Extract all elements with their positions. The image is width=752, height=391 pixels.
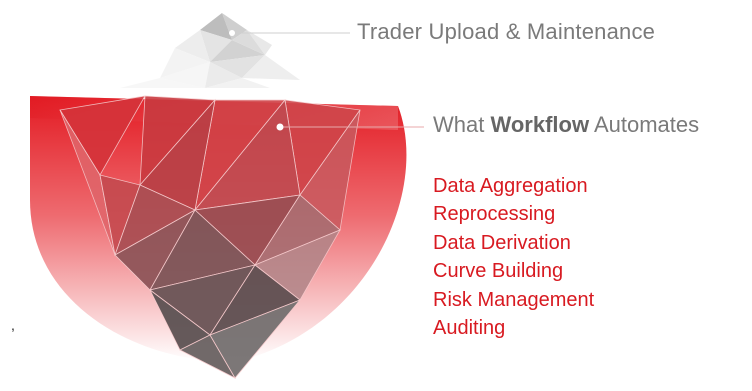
pointer-below — [276, 123, 424, 131]
below-label-prefix: What — [433, 112, 491, 137]
automated-items-list: Data Aggregation Reprocessing Data Deriv… — [433, 172, 594, 342]
iceberg-tip — [120, 13, 300, 88]
list-item: Reprocessing — [433, 203, 556, 226]
below-label-suffix: Automates — [589, 112, 700, 137]
list-item: Curve Building — [433, 260, 564, 283]
iceberg-submerged — [59, 95, 361, 379]
below-water-label: What Workflow Automates — [433, 112, 699, 138]
stray-comma: , — [11, 317, 15, 333]
above-water-label: Trader Upload & Maintenance — [357, 19, 656, 44]
list-item: Auditing — [433, 317, 506, 340]
list-item: Risk Management — [433, 288, 595, 311]
pointer-above — [229, 30, 350, 36]
list-item: Data Aggregation — [433, 175, 588, 197]
list-item: Data Derivation — [433, 231, 571, 254]
below-label-emphasis: Workflow — [490, 112, 590, 137]
